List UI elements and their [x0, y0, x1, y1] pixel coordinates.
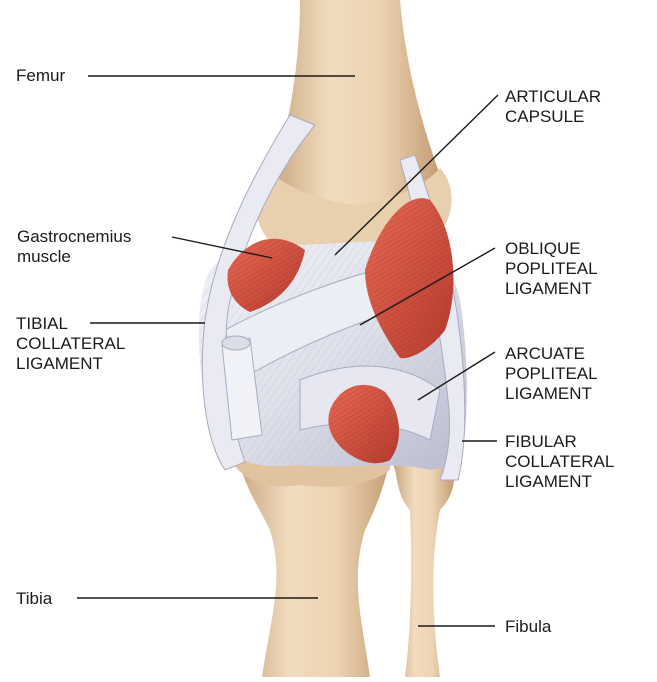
label-oblique-line2: POPLITEAL [505, 259, 598, 279]
label-tibial-line1: TIBIAL [16, 314, 125, 334]
label-fibular-line1: FIBULAR [505, 432, 614, 452]
label-fibular-line3: LIGAMENT [505, 472, 614, 492]
label-oblique-line3: LIGAMENT [505, 279, 598, 299]
label-arcuate-line2: POPLITEAL [505, 364, 598, 384]
label-arcuate-popliteal: ARCUATE POPLITEAL LIGAMENT [505, 344, 598, 404]
label-articular-capsule-line2: CAPSULE [505, 107, 601, 127]
label-oblique-popliteal: OBLIQUE POPLITEAL LIGAMENT [505, 239, 598, 299]
label-fibula: Fibula [505, 617, 551, 637]
label-articular-capsule-line1: ARTICULAR [505, 87, 601, 107]
label-gastrocnemius-line2: muscle [17, 247, 131, 267]
label-tibial-line2: COLLATERAL [16, 334, 125, 354]
label-fibular-collateral: FIBULAR COLLATERAL LIGAMENT [505, 432, 614, 492]
fibula-bone [393, 447, 454, 677]
label-gastrocnemius: Gastrocnemius muscle [17, 227, 131, 267]
label-tibial-collateral: TIBIAL COLLATERAL LIGAMENT [16, 314, 125, 374]
label-tibia: Tibia [16, 589, 52, 609]
label-articular-capsule: ARTICULAR CAPSULE [505, 87, 601, 127]
label-arcuate-line1: ARCUATE [505, 344, 598, 364]
label-fibular-line2: COLLATERAL [505, 452, 614, 472]
label-arcuate-line3: LIGAMENT [505, 384, 598, 404]
label-oblique-line1: OBLIQUE [505, 239, 598, 259]
label-femur: Femur [16, 66, 65, 86]
label-tibial-line3: LIGAMENT [16, 354, 125, 374]
label-gastrocnemius-line1: Gastrocnemius [17, 227, 131, 247]
